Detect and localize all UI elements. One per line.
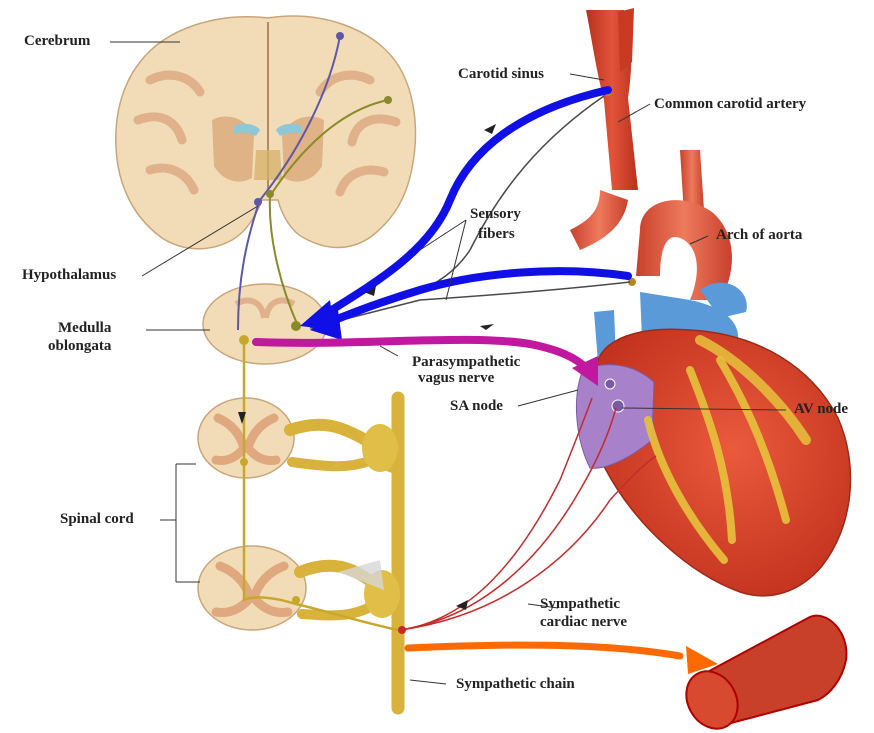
label-carotid-sinus: Carotid sinus: [458, 66, 544, 83]
spinal-cord-lower: [198, 546, 306, 630]
label-common-carotid-artery: Common carotid artery: [654, 96, 806, 113]
cerebrum: [116, 16, 416, 249]
label-av-node: AV node: [794, 401, 848, 418]
label-medulla-2: oblongata: [48, 338, 111, 355]
label-parasympathetic-1: Parasympathetic: [412, 354, 520, 371]
label-sensory-fibers-1: Sensory: [470, 206, 521, 223]
spinal-cord-upper: [198, 398, 294, 478]
label-cerebrum: Cerebrum: [24, 33, 90, 50]
label-sympathetic-cardiac-1: Sympathetic: [540, 596, 620, 613]
orange-arrow-vessel: [408, 645, 718, 674]
label-parasympathetic-2: vagus nerve: [418, 370, 494, 387]
label-sensory-fibers-2: fibers: [478, 226, 515, 243]
label-hypothalamus: Hypothalamus: [22, 267, 116, 284]
label-arch-of-aorta: Arch of aorta: [716, 227, 802, 244]
blood-vessel-cylinder: [676, 616, 846, 733]
blue-arrow-aorta: [310, 271, 628, 340]
label-sympathetic-cardiac-2: cardiac nerve: [540, 614, 627, 631]
arch-of-aorta: [570, 150, 732, 300]
sympathetic-chain: [290, 398, 400, 708]
label-sa-node: SA node: [450, 398, 503, 415]
label-medulla-1: Medulla: [58, 320, 111, 337]
heart: [576, 283, 850, 596]
common-carotid-artery: [586, 8, 638, 190]
label-sympathetic-chain: Sympathetic chain: [456, 676, 575, 693]
label-spinal-cord: Spinal cord: [60, 511, 134, 528]
